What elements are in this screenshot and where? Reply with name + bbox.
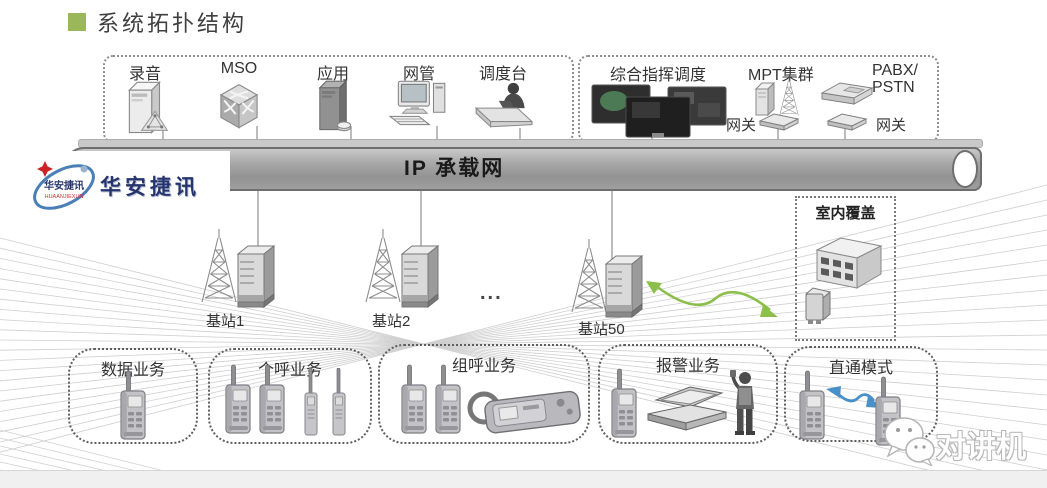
pabx-device-icon [818, 79, 876, 109]
application-server: 应用 [291, 57, 375, 141]
service-data-label: 数据业务 [100, 362, 165, 379]
worker-icon [726, 370, 762, 438]
walkie-talkie-icon [798, 370, 826, 442]
service-group-call-label: 组呼业务 [451, 358, 516, 375]
service-box-direct-mode: 直通模式 [784, 346, 938, 442]
application-server-icon [311, 79, 355, 134]
service-box-group-call: 组呼业务 [378, 344, 590, 444]
network-management-pc: 网管 [377, 57, 461, 141]
ip-backbone-label: IP 承载网 [404, 157, 505, 180]
bs2-label: 基站2 [372, 313, 411, 330]
bs50-label: 基站50 [578, 321, 625, 338]
network-management-pc-icon [388, 79, 450, 129]
watermark-label: 对讲机 [936, 431, 1026, 464]
recording-server-icon [120, 79, 170, 137]
monitor-wall-icon [591, 84, 727, 138]
alarm-case-icon [644, 380, 732, 436]
ray-burst-decoration [0, 184, 1047, 488]
walkie-talkie-icon [400, 364, 428, 436]
recording-server: 录音 [103, 57, 187, 141]
walkie-talkie-icon [119, 370, 147, 442]
service-alarm-label: 报警业务 [655, 358, 720, 375]
bs2-cabinet-icon [396, 242, 440, 310]
pipe-open-end [952, 150, 978, 188]
pstn-gateway-label: 网关 [876, 117, 907, 134]
bs1-label: 基站1 [206, 313, 245, 330]
mobile-radio-icon [467, 390, 581, 434]
service-individual-call-label: 个呼业务 [257, 362, 322, 379]
mso-switch-icon [213, 79, 265, 131]
brand-name: 华安捷讯 [100, 176, 200, 199]
mso-switch: MSO [197, 57, 281, 141]
service-box-data: 数据业务 [68, 348, 198, 444]
bs1-cabinet-icon [232, 242, 276, 310]
walkie-talkie-icon [302, 368, 320, 438]
dispatch-console-icon [472, 79, 534, 129]
recording-server-label: 录音 [128, 66, 161, 83]
command-gateway-group-box: 综合指挥调度 MPT集群 网关 PABX/ PSTN 网关 [578, 55, 939, 143]
walkie-talkie-icon [224, 364, 252, 436]
indoor-coverage-label: 室内覆盖 [815, 205, 876, 222]
command-dispatch-label: 综合指挥调度 [610, 67, 707, 84]
walkie-talkie-icon [610, 368, 638, 440]
page-title: 系统拓扑结构 [97, 11, 248, 36]
svg-text:华安捷讯: 华安捷讯 [44, 179, 84, 192]
mpt-gateway-label: 网关 [726, 117, 757, 134]
bs50-cabinet-icon [600, 252, 644, 320]
mpt-gateway-icon [758, 112, 800, 132]
footer-bar [0, 470, 1047, 488]
orbit-logo-icon: 华安捷讯 HUAANJIEXUN [33, 161, 95, 210]
core-servers-group-box: 录音 MSO 应用 网管 调度台 [103, 55, 574, 143]
walkie-talkie-icon [258, 364, 286, 436]
application-server-label: 应用 [316, 66, 349, 83]
dispatch-console: 调度台 [461, 57, 545, 141]
network-management-label: 网管 [402, 66, 435, 83]
mso-switch-label: MSO [220, 60, 258, 77]
pabx-pstn-label: PABX/ PSTN [872, 62, 918, 96]
pstn-gateway-icon [826, 112, 868, 132]
blue-direct-mode-arrow [826, 386, 882, 408]
green-coverage-arrow [646, 281, 778, 317]
indoor-coverage-box: 室内覆盖 [795, 196, 896, 341]
svg-text:HUAANJIEXUN: HUAANJIEXUN [45, 194, 84, 200]
wechat-icon [884, 417, 935, 466]
walkie-talkie-icon [434, 364, 462, 436]
service-box-individual-call: 个呼业务 [208, 348, 372, 444]
base-station-ellipsis: ... [480, 282, 503, 304]
company-logo: 华安捷讯 HUAANJIEXUN 华安捷讯 [28, 151, 230, 221]
indoor-unit-icon [801, 284, 835, 326]
walkie-talkie-icon [330, 368, 348, 438]
service-box-alarm: 报警业务 [598, 344, 778, 444]
service-direct-mode-label: 直通模式 [828, 360, 893, 377]
dispatch-console-label: 调度台 [478, 66, 527, 83]
mpt-cluster-label: MPT集群 [748, 67, 814, 84]
title-bullet-square [68, 13, 86, 31]
